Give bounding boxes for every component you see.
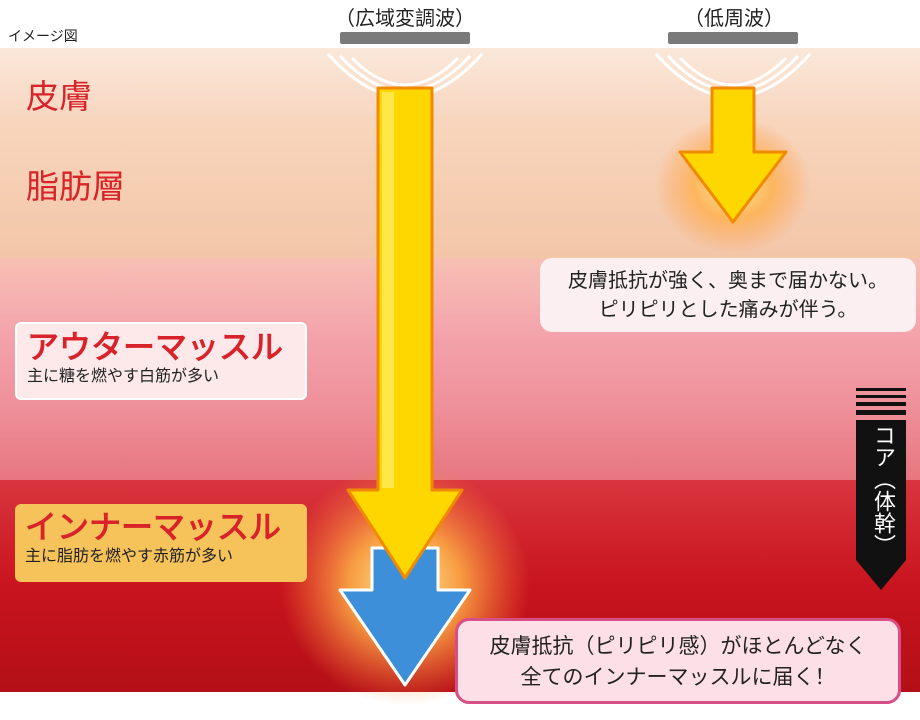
low-freq-note-line2: ピリピリとした痛みが伴う。 <box>598 297 858 321</box>
core-label: コア（体幹） <box>870 424 895 556</box>
low-freq-note: 皮膚抵抗が強く、奥まで届かない。 ピリピリとした痛みが伴う。 <box>540 258 916 332</box>
low-freq-note-line1: 皮膚抵抗が強く、奥まで届かない。 <box>568 268 888 292</box>
low-arrow <box>678 86 788 224</box>
wide-band-pad <box>340 32 470 44</box>
blue-arrow <box>338 546 472 687</box>
low-freq-pad <box>668 32 798 44</box>
inner-muscle-title: インナーマッスル <box>25 508 282 546</box>
wide-band-note: 皮膚抵抗（ピリピリ感）がほとんどなく 全てのインナーマッスルに届く！ <box>455 618 901 704</box>
fat-layer-label: 脂肪層 <box>26 167 125 206</box>
diagram-caption: イメージ図 <box>8 29 78 45</box>
outer-muscle-subtitle: 主に糖を燃やす白筋が多い <box>27 366 220 385</box>
core-indicator <box>856 388 906 590</box>
outer-muscle-title: アウターマッスル <box>27 328 284 366</box>
skin-layer-label: 皮膚 <box>26 77 92 116</box>
wide-band-device-label: （広域変調波） <box>335 6 475 30</box>
wide-band-note-line2: 全てのインナーマッスルに届く！ <box>520 665 836 689</box>
inner-muscle-box: インナーマッスル 主に脂肪を燃やす赤筋が多い <box>15 504 307 582</box>
low-freq-device-label: （低周波） <box>684 6 784 30</box>
skin-band <box>0 48 920 116</box>
outer-muscle-box: アウターマッスル 主に糖を燃やす白筋が多い <box>15 322 307 400</box>
wide-band-note-line1: 皮膚抵抗（ピリピリ感）がほとんどなく <box>489 634 867 658</box>
inner-muscle-subtitle: 主に脂肪を燃やす赤筋が多い <box>25 546 234 565</box>
wide-arrow <box>346 86 464 580</box>
